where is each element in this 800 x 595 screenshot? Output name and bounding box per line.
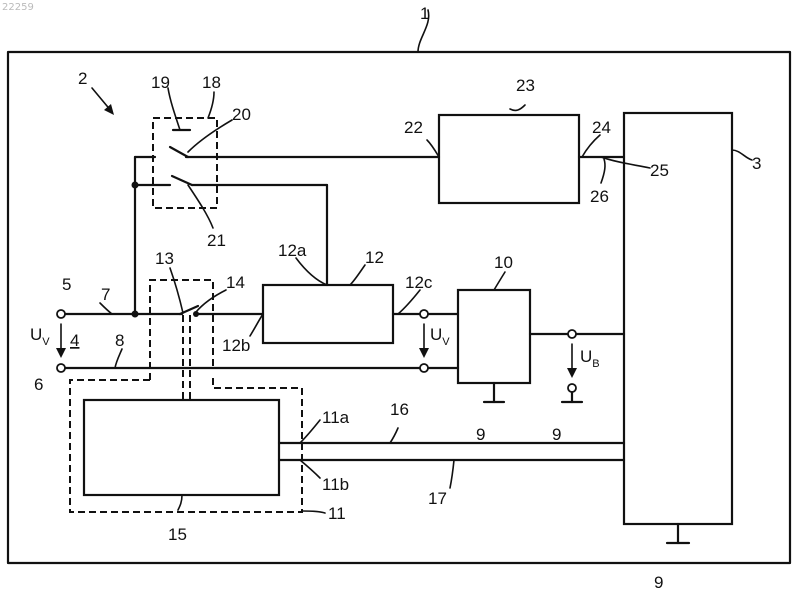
voltage-uv-right: UV — [430, 325, 450, 348]
terminal-6 — [57, 364, 65, 372]
label-9-ground-10: 9 — [476, 425, 485, 444]
label-2: 2 — [78, 69, 87, 88]
leader-12 — [350, 265, 365, 285]
label-16: 16 — [390, 400, 409, 419]
label-20: 20 — [232, 105, 251, 124]
block-3 — [624, 113, 732, 524]
leader-26 — [601, 159, 605, 183]
leader-10 — [494, 272, 505, 290]
voltage-uv-left: UV — [30, 325, 50, 348]
leader-12a — [296, 258, 327, 285]
leader-8 — [115, 349, 122, 368]
block-12 — [263, 285, 393, 343]
terminal-5 — [57, 310, 65, 318]
voltage-uv-left-main: U — [30, 325, 42, 344]
block-23 — [439, 115, 579, 203]
label-24: 24 — [592, 118, 611, 137]
leader-17 — [450, 460, 454, 488]
voltage-ub-main: U — [580, 347, 592, 366]
terminal-12c — [420, 310, 428, 318]
voltage-arrowhead-left — [56, 348, 66, 358]
label-9-ground-ub: 9 — [552, 425, 561, 444]
ref-2-arrowhead — [104, 104, 114, 115]
leader-13 — [170, 268, 183, 313]
label-11: 11 — [328, 504, 346, 523]
label-1: 1 — [420, 4, 429, 23]
watermark-text: 22259 — [2, 2, 34, 13]
terminal-uv-right — [420, 364, 428, 372]
voltage-uv-left-sub: V — [42, 336, 50, 348]
leader-21 — [188, 185, 213, 228]
label-4: 4 — [70, 331, 79, 350]
label-25: 25 — [650, 161, 669, 180]
leader-12c — [398, 290, 420, 314]
voltage-arrowhead-ub — [567, 368, 577, 378]
label-26: 26 — [590, 187, 609, 206]
leader-24 — [582, 135, 600, 157]
leader-18 — [208, 92, 214, 118]
block-15 — [84, 400, 279, 495]
leader-14 — [196, 290, 226, 312]
label-3: 3 — [752, 154, 761, 173]
leader-3 — [732, 150, 752, 160]
leader-19 — [168, 88, 180, 130]
leader-11 — [302, 511, 325, 513]
label-15: 15 — [168, 525, 187, 544]
leader-16 — [390, 428, 398, 443]
label-13: 13 — [155, 249, 174, 268]
junction-7 — [132, 311, 139, 318]
label-9-ground-3: 9 — [654, 573, 663, 592]
voltage-arrowhead-right — [419, 348, 429, 358]
label-14: 14 — [226, 273, 245, 292]
label-7: 7 — [101, 285, 110, 304]
label-12b: 12b — [222, 336, 250, 355]
label-12a: 12a — [278, 241, 307, 260]
dashed-switch-box-18 — [153, 118, 217, 208]
switch-20-blade — [170, 147, 188, 157]
label-6: 6 — [34, 375, 43, 394]
label-11b: 11b — [322, 475, 349, 494]
leader-23 — [510, 105, 525, 110]
voltage-uv-right-sub: V — [442, 336, 450, 348]
label-8: 8 — [115, 331, 124, 350]
label-5: 5 — [62, 275, 71, 294]
label-18: 18 — [202, 73, 221, 92]
leader-15 — [178, 495, 182, 510]
label-22: 22 — [404, 118, 423, 137]
leader-7 — [100, 303, 112, 314]
label-10: 10 — [494, 253, 513, 272]
leader-22 — [427, 140, 439, 157]
label-17: 17 — [428, 489, 447, 508]
label-23: 23 — [516, 76, 535, 95]
terminal-ub-bottom — [568, 384, 576, 392]
junction-21 — [132, 182, 139, 189]
leader-20 — [188, 120, 232, 152]
terminal-ub-top — [568, 330, 576, 338]
label-21: 21 — [207, 231, 226, 250]
switch-21-blade — [172, 176, 192, 185]
label-12c: 12c — [405, 273, 433, 292]
label-12: 12 — [365, 248, 384, 267]
voltage-ub-sub: B — [592, 358, 599, 370]
label-19: 19 — [151, 73, 170, 92]
leader-12b — [250, 314, 263, 336]
voltage-ub: UB — [580, 347, 600, 370]
voltage-uv-right-main: U — [430, 325, 442, 344]
label-11a: 11a — [322, 408, 350, 427]
block-10 — [458, 290, 530, 383]
